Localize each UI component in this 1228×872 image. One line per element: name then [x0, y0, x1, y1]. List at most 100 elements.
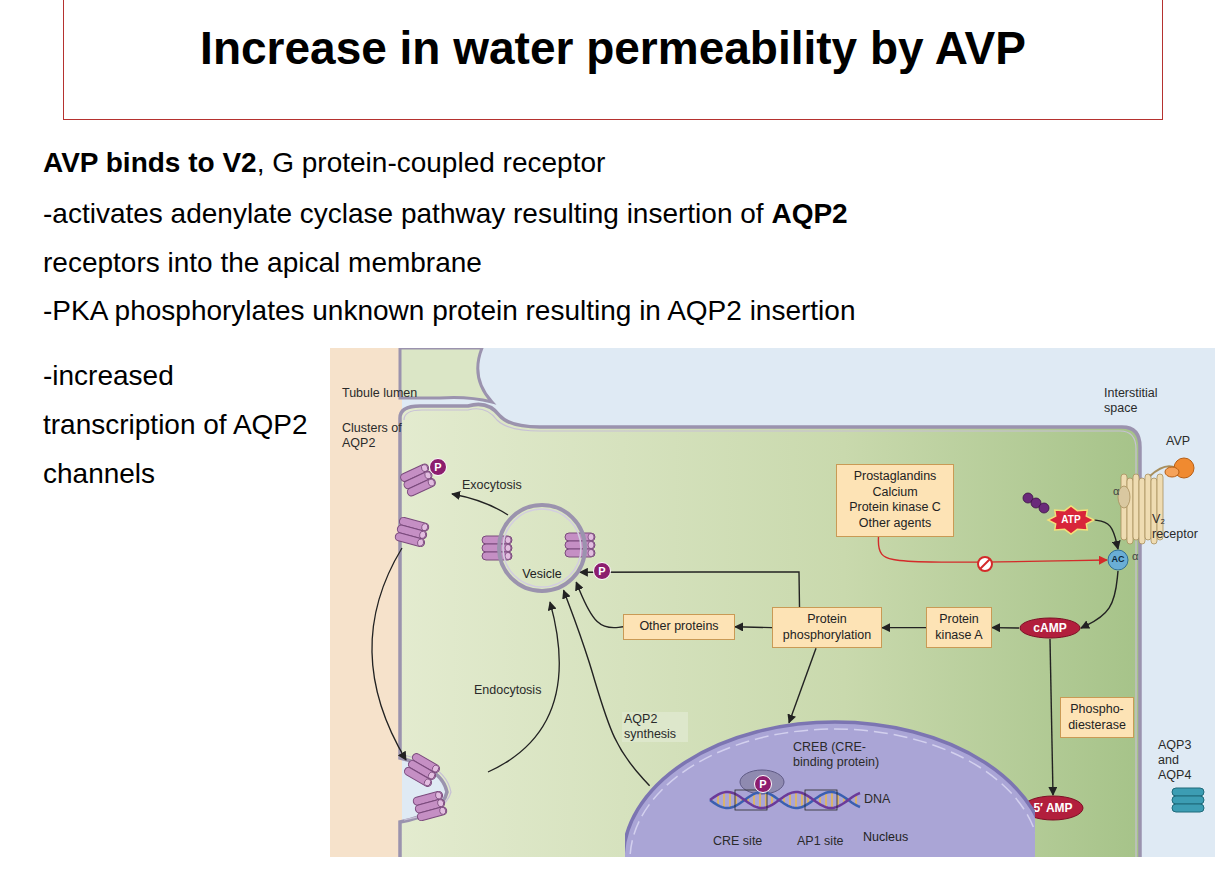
pathway-arrow — [580, 572, 800, 607]
aqp2-channel — [394, 532, 425, 547]
node-text: AC — [1112, 554, 1125, 565]
enzyme-box: Phospho- diesterase — [1060, 697, 1134, 738]
aqp2-cluster — [412, 791, 447, 822]
oval-shape — [1020, 618, 1080, 638]
process-box: Protein phosphorylation — [772, 607, 882, 648]
aqp2-channel-end — [505, 544, 511, 551]
node-text: Nucleus — [863, 830, 908, 846]
body-paragraph: -activates adenylate cyclase pathway res… — [43, 189, 1223, 287]
aqp2-channel-end — [588, 541, 594, 548]
pathway-arrow — [882, 627, 926, 628]
part-label: Clusters of AQP2 — [342, 421, 404, 451]
part-label: AVP — [1166, 434, 1190, 449]
node-text: Vesicle — [522, 567, 562, 583]
dna-base-pair — [831, 792, 833, 808]
title-box: Increase in water permeability by AVP — [63, 0, 1163, 120]
pathway-arrow — [576, 582, 623, 628]
body-paragraph: AVP binds to V2, G protein-coupled recep… — [43, 138, 1223, 187]
part-label: Interstitial space — [1104, 386, 1176, 416]
phosphate-tag: P — [593, 562, 611, 580]
g-protein-alpha — [1118, 486, 1130, 508]
subunit-label: α — [1113, 485, 1119, 498]
dna-strand — [710, 792, 860, 808]
part-label: AP1 site — [797, 834, 844, 849]
dna-strand — [710, 792, 860, 808]
phosphate-bead — [1039, 503, 1049, 513]
aqp2-channel-end — [423, 778, 432, 787]
dna-base-pair — [801, 793, 803, 807]
inhibition-slash — [980, 559, 990, 569]
membrane-inner-line — [404, 409, 1136, 857]
node-text: Protein kinase A — [930, 612, 988, 643]
body-text: , G protein-coupled receptor — [257, 147, 606, 178]
pathway-arrow — [789, 648, 816, 722]
adenylate-cyclase: AC — [1107, 549, 1129, 571]
illustration-group — [330, 348, 1215, 857]
node-text: Protein kinase C — [840, 500, 950, 516]
process-box: Protein kinase A — [926, 607, 992, 648]
subunit-label: α — [1132, 550, 1138, 563]
cyclase-shape — [1108, 550, 1128, 570]
nuclear-pores — [630, 729, 1035, 857]
body-text: -activates adenylate cyclase pathway res… — [43, 198, 764, 229]
body-text: -increased transcription of AQP2 channel… — [43, 360, 308, 489]
ap1-site-bracket — [805, 790, 837, 810]
dna-base-pair — [765, 793, 767, 808]
pathway-arrow — [992, 627, 1019, 629]
body-paragraph: -PKA phosphorylates unknown protein resu… — [43, 286, 1223, 335]
aqp2-channel — [417, 806, 448, 821]
exocytosis-arrow — [452, 494, 508, 515]
aqp2-channel-end — [588, 533, 594, 540]
body-paragraph: -increased transcription of AQP2 channel… — [43, 351, 319, 498]
aqp3-aqp4-channel — [1172, 804, 1204, 812]
recycling-arrow — [372, 548, 406, 760]
dna-base-pair — [723, 792, 725, 807]
dna-base-pair — [795, 792, 797, 808]
phosphate-tag: P — [754, 775, 772, 793]
vesicle-circle: Vesicle — [497, 503, 587, 593]
aqp2-channel-end — [427, 478, 435, 487]
aqp2-channel — [406, 477, 437, 497]
dna-base-pair — [729, 792, 731, 808]
node-text: Other agents — [840, 516, 950, 532]
aqp2-channel-end — [435, 791, 443, 800]
dna-base-pair — [753, 794, 755, 806]
dna-base-pair — [837, 794, 839, 807]
atp-burst-shape — [1048, 506, 1094, 534]
part-label: Tubule lumen — [342, 386, 417, 401]
aqp2-channel-end — [505, 536, 511, 543]
aqp2-channel-end — [437, 799, 445, 808]
aqp2-channel — [482, 536, 512, 544]
inhibitor-box: ProstaglandinsCalciumProtein kinase COth… — [836, 464, 954, 537]
phosphate-tag: P — [429, 458, 447, 476]
aqp3-aqp4-channel — [1172, 788, 1204, 796]
part-label: CREB (CRE-binding protein) — [793, 740, 885, 770]
inhibition-line — [878, 537, 1107, 563]
aqp2-channel — [403, 766, 433, 788]
nuclear-envelope — [625, 722, 1035, 857]
aqp2-channel-end — [439, 807, 447, 816]
part-label: DNA — [864, 792, 890, 807]
dna-base-pair — [789, 793, 791, 806]
node-text: Phospho- diesterase — [1064, 702, 1130, 733]
body-text: receptors into the apical membrane — [43, 238, 1223, 287]
aqp2-channel-end — [417, 538, 425, 547]
v2-receptor-helix — [1145, 474, 1151, 540]
pathway-arrow — [1050, 639, 1053, 795]
node-text: Protein phosphorylation — [776, 612, 878, 643]
node-text: Calcium — [840, 485, 950, 501]
node-text: cAMP — [1033, 621, 1066, 636]
part-label: Exocytosis — [462, 478, 522, 493]
part-label: Endocytosis — [474, 683, 541, 698]
aqp2-channel-end — [505, 552, 511, 559]
part-label: CRE site — [713, 834, 762, 849]
vesicle-membrane-inner — [503, 509, 581, 587]
part-label: AQP3 and AQP4 — [1158, 738, 1206, 783]
body-text: AQP2 — [771, 198, 847, 229]
v2-receptor-helix — [1139, 478, 1145, 544]
v2-receptor-helix — [1127, 478, 1133, 544]
inhibition-symbol — [978, 557, 992, 571]
epithelial-cell — [400, 404, 1140, 857]
